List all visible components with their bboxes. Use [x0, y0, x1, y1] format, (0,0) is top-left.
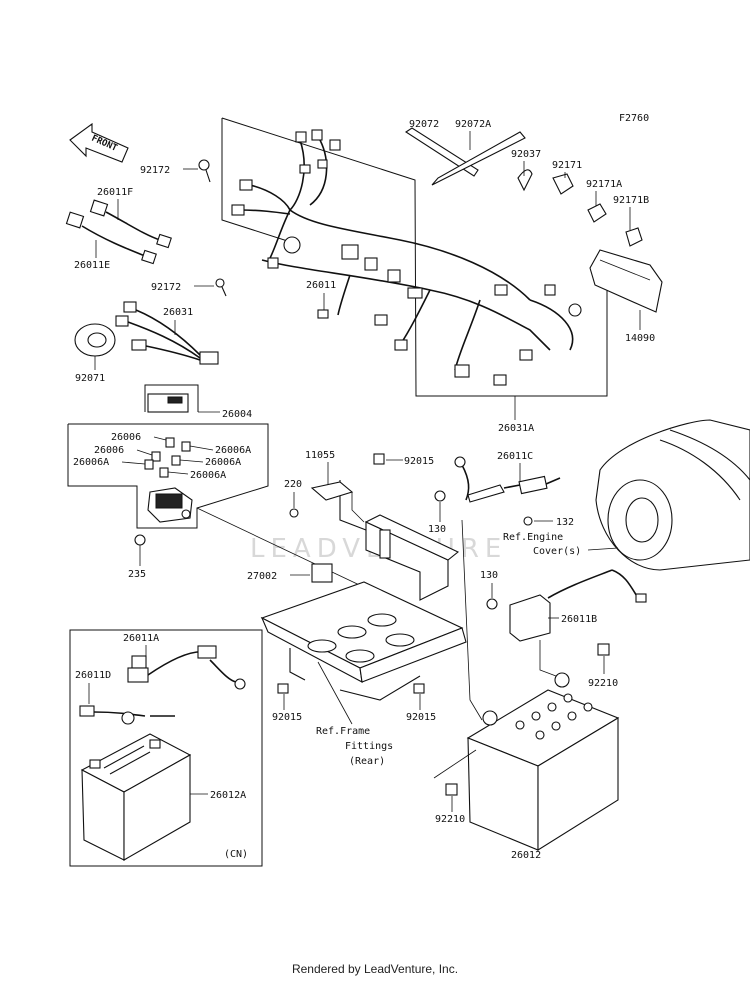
front-arrow-icon: FRONT	[69, 122, 129, 163]
battery-tray	[260, 480, 467, 701]
part-92015-a: 92015	[404, 456, 434, 467]
cable-26011b	[509, 569, 647, 642]
nut-92210-b-icon	[445, 783, 458, 796]
part-26004: 26004	[222, 409, 252, 420]
mini-fuses-icon	[144, 437, 191, 478]
bolt-92172-lower-icon	[215, 278, 227, 297]
part-26011d: 26011D	[75, 670, 111, 681]
part-132: 132	[556, 517, 574, 528]
part-92171: 92171	[552, 160, 582, 171]
bolt-220-icon	[289, 508, 299, 518]
fuse-group-bracket	[144, 384, 199, 412]
part-130-a: 130	[428, 524, 446, 535]
harness-bracket	[221, 117, 608, 397]
bracket-11055-icon	[310, 481, 354, 501]
part-26011b: 26011B	[561, 614, 597, 625]
part-92015-b: 92015	[272, 712, 302, 723]
bolt-130-a-icon	[434, 490, 446, 502]
battery-26012	[466, 672, 620, 851]
part-92071: 92071	[75, 373, 105, 384]
part-26006a-c: 26006A	[205, 457, 241, 468]
part-26006a-b: 26006A	[215, 445, 251, 456]
main-harness-group	[221, 117, 608, 397]
sub-harness-26011f	[65, 199, 172, 265]
nut-92015-a-icon	[373, 453, 385, 465]
part-26011a: 26011A	[123, 633, 159, 644]
part-92015-c: 92015	[406, 712, 436, 723]
ref-engine-line1: Ref.Engine	[503, 532, 563, 543]
relay-27002-icon	[311, 563, 333, 583]
starter-cable-26011c	[454, 456, 561, 503]
engine-cover	[595, 419, 750, 571]
part-26006-b: 26006	[94, 445, 124, 456]
battery-26012a	[80, 733, 192, 861]
part-26012a: 26012A	[210, 790, 246, 801]
part-26006-a: 26006	[111, 432, 141, 443]
part-26031: 26031	[163, 307, 193, 318]
cover-14090	[589, 249, 663, 313]
bolt-235-icon	[134, 534, 146, 546]
cn-variant-box	[69, 629, 263, 867]
part-26031a: 26031A	[498, 423, 534, 434]
part-92210-a: 92210	[588, 678, 618, 689]
part-26006a-a: 26006A	[73, 457, 109, 468]
nut-92015-c-icon	[413, 683, 425, 694]
part-92210-b: 92210	[435, 814, 465, 825]
part-92171b: 92171B	[613, 195, 649, 206]
part-220: 220	[284, 479, 302, 490]
cable-ties	[404, 127, 643, 247]
footer-credit: Rendered by LeadVenture, Inc.	[291, 962, 459, 976]
grommet-92071-icon	[74, 323, 116, 357]
cn-label: (CN)	[224, 849, 248, 860]
part-92037: 92037	[511, 149, 541, 160]
part-130-b: 130	[480, 570, 498, 581]
part-92072: 92072	[409, 119, 439, 130]
part-92172-upper: 92172	[140, 165, 170, 176]
part-26011f: 26011F	[97, 187, 133, 198]
bolt-92172-upper-icon	[198, 159, 211, 183]
part-11055: 11055	[305, 450, 335, 461]
part-92171a: 92171A	[586, 179, 622, 190]
nut-132-icon	[523, 516, 533, 526]
ref-frame-line3: (Rear)	[349, 756, 385, 767]
ref-frame-line2: Fittings	[345, 741, 393, 752]
bolt-130-b-icon	[486, 598, 498, 610]
nut-92015-b-icon	[277, 683, 289, 694]
part-26006a-d: 26006A	[190, 470, 226, 481]
part-235: 235	[128, 569, 146, 580]
ref-engine-line2: Cover(s)	[533, 546, 581, 557]
fuse-26004-icon	[147, 393, 189, 413]
part-26011e: 26011E	[74, 260, 110, 271]
part-26011: 26011	[306, 280, 336, 291]
part-92072a: 92072A	[455, 119, 491, 130]
sub-harness-26031	[115, 301, 219, 365]
part-26011c: 26011C	[497, 451, 533, 462]
part-14090: 14090	[625, 333, 655, 344]
part-92172-lower: 92172	[151, 282, 181, 293]
part-27002: 27002	[247, 571, 277, 582]
ref-frame-line1: Ref.Frame	[316, 726, 370, 737]
fuse-box-icon	[147, 487, 193, 523]
figure-code: F2760	[619, 113, 649, 124]
cn-cables	[79, 645, 246, 725]
nut-92210-a-icon	[597, 643, 610, 656]
part-26012: 26012	[511, 850, 541, 861]
